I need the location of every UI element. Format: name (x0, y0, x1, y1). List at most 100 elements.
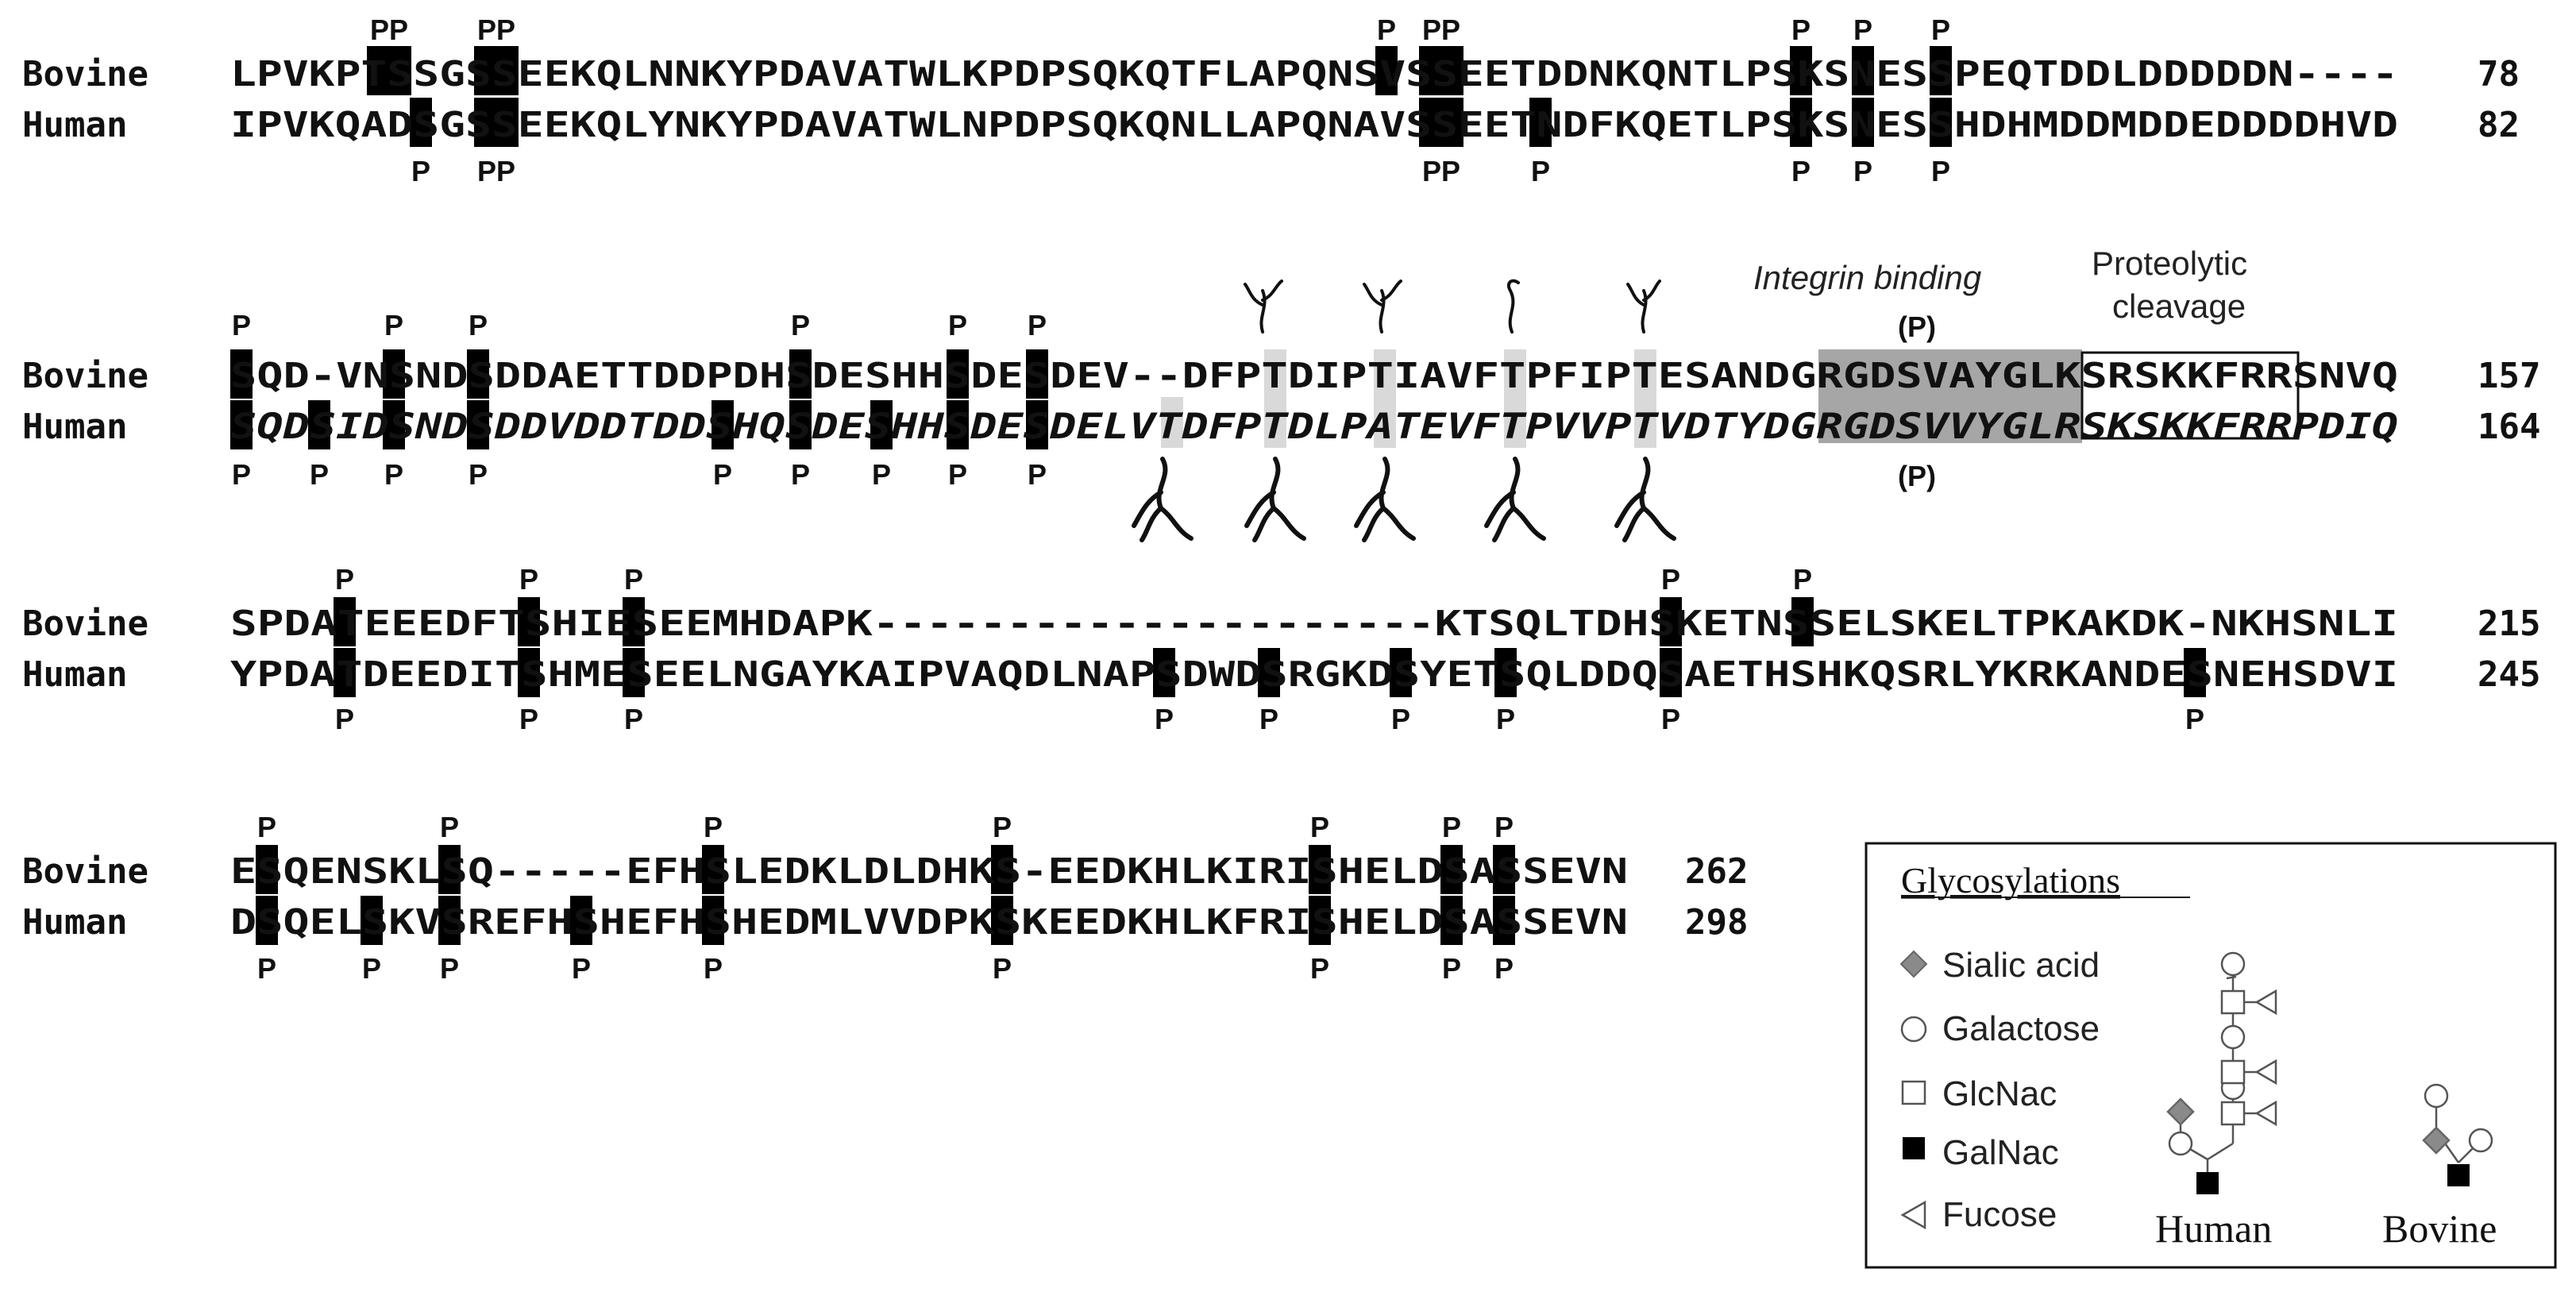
bovine-residue-count: 78 (2478, 54, 2520, 94)
glycan-icon (1626, 280, 1661, 334)
human-label: Human (22, 902, 127, 943)
phospho-marker: P (1028, 458, 1047, 491)
phospho-marker: PP (1422, 155, 1460, 187)
phospho-marker: PP (370, 13, 408, 46)
phospho-marker: P (310, 458, 329, 491)
fucose-icon (1900, 1200, 1926, 1230)
legend-label-galnac: GalNac (1942, 1133, 2059, 1172)
phospho-marker: P (335, 703, 354, 735)
phospho-marker: P (713, 458, 732, 491)
glycan-icon (1354, 457, 1416, 542)
phospho-marker: P (384, 458, 403, 491)
phospho-marker-integrin: (P) (1898, 310, 1936, 343)
phospho-marker: P (1028, 309, 1047, 341)
phospho-marker: P (1391, 703, 1410, 735)
human-residue-count: 82 (2478, 105, 2520, 145)
phospho-marker: P (1661, 563, 1680, 596)
glycan-icon (1244, 457, 1306, 542)
phospho-marker: P (948, 309, 967, 341)
glycan-icon (1484, 457, 1546, 542)
phospho-marker: P (440, 811, 459, 843)
phospho-marker: P (993, 811, 1012, 843)
legend-label-sialic-acid: Sialic acid (1942, 946, 2100, 985)
legend-label-glcnac: GlcNac (1942, 1074, 2057, 1113)
block-3: Bovine Human SPDATEEEDFTSHIESEEMHDAPK---… (22, 563, 2540, 735)
legend-box (1865, 842, 2557, 1269)
galnac-icon (1903, 1137, 1925, 1159)
human-label: Human (22, 654, 127, 695)
phospho-marker: P (624, 703, 643, 735)
phospho-marker: P (257, 811, 276, 843)
block-1: Bovine Human LPVKPTSSGSSEEKQLNNKYPDAVATW… (22, 13, 2520, 187)
phospho-marker: P (1496, 703, 1515, 735)
phospho-marker: PP (1422, 13, 1460, 46)
phospho-marker: P (704, 811, 723, 843)
phospho-marker: P (791, 458, 810, 491)
phospho-marker: P (519, 703, 538, 735)
bovine-glycan-structure (2422, 1083, 2493, 1186)
phospho-marker: P (704, 952, 723, 985)
phospho-marker: P (1310, 952, 1329, 985)
phospho-marker: P (1531, 155, 1550, 187)
phospho-marker: P (411, 155, 430, 187)
phospho-marker: P (1793, 563, 1812, 596)
legend-title: Glycosylations (1901, 860, 2120, 901)
phospho-marker: P (948, 458, 967, 491)
phospho-marker: P (872, 458, 891, 491)
glycan-icon (1244, 280, 1283, 334)
bovine-label: Bovine (22, 851, 148, 892)
phospho-marker: P (362, 952, 381, 985)
phospho-marker: PP (477, 155, 515, 187)
phospho-marker: P (1259, 703, 1278, 735)
human-residue-count: 164 (2478, 407, 2540, 447)
phospho-marker: P (1853, 13, 1872, 46)
galactose-icon (1900, 1016, 1927, 1043)
phospho-marker: P (624, 563, 643, 596)
phospho-marker: P (791, 309, 810, 341)
phospho-marker: P (519, 563, 538, 596)
phospho-marker: P (1791, 155, 1811, 187)
legend-species-bovine: Bovine (2382, 1206, 2497, 1251)
phospho-marker: P (1931, 155, 1950, 187)
bovine-label: Bovine (22, 356, 148, 396)
human-glycan-structure (2166, 951, 2277, 1194)
bovine-sequence: ESQENSKLSQ-----EFHSLEDKLDLDHKS-EEDKHLKIR… (230, 851, 1628, 892)
legend-label-galactose: Galactose (1942, 1009, 2100, 1048)
human-residue-count: 245 (2478, 654, 2540, 695)
bovine-sequence: LPVKPTSSGSSEEKQLNNKYPDAVATWLKPDPSQKQTFLA… (230, 54, 2398, 94)
glycosylation-legend: Glycosylations Sialic acid Galactose Glc… (1865, 842, 2557, 1269)
bovine-residue-count: 157 (2478, 356, 2540, 396)
phospho-marker: P (1931, 13, 1950, 46)
human-sequence: IPVKQADSGSSEEKQLYNKYPDAVATWLNPDPSQKQNLLA… (230, 105, 2398, 145)
phospho-marker: P (232, 309, 251, 341)
phospho-marker: P (469, 309, 488, 341)
phospho-marker: P (384, 309, 403, 341)
bovine-sequence: SQD-VNSNDSDDAETTDDPDHSDESHHSDESDEV--DFPT… (230, 356, 2398, 396)
phospho-marker: P (1310, 811, 1329, 843)
phospho-marker: P (993, 952, 1012, 985)
glycan-icon (1506, 279, 1520, 334)
phospho-marker: P (1791, 13, 1811, 46)
phospho-marker: P (335, 563, 354, 596)
phospho-marker: P (1661, 703, 1680, 735)
human-sequence: DSQELSKVSREFHSHEFHSHEDMLVVDPKSKEEDKHLKFR… (230, 902, 1628, 943)
proteolytic-cleavage-box (2080, 351, 2300, 440)
phospho-marker: P (440, 952, 459, 985)
phospho-marker-integrin: (P) (1898, 460, 1936, 492)
bovine-glycan-icons (1244, 279, 1661, 334)
glcnac-icon (1901, 1080, 1926, 1105)
human-residue-count: 298 (1685, 902, 1748, 943)
block-2: Bovine Human SQD-VNSNDSDDAETTDDPDHSDESHH… (22, 245, 2540, 542)
phospho-marker: P (1377, 13, 1396, 46)
legend-label-fucose: Fucose (1942, 1195, 2057, 1234)
human-sequence: YPDATDEEDITSHMESEELNGAYKAIPVAQDLNAPSDWDS… (230, 654, 2398, 695)
cleavage-label: cleavage (2112, 287, 2246, 325)
human-label: Human (22, 105, 127, 145)
integrin-binding-shade (1818, 349, 2082, 443)
legend-species-human: Human (2155, 1206, 2272, 1251)
proteolytic-label: Proteolytic (2092, 245, 2247, 282)
phospho-marker: P (1494, 952, 1514, 985)
human-label: Human (22, 407, 127, 447)
